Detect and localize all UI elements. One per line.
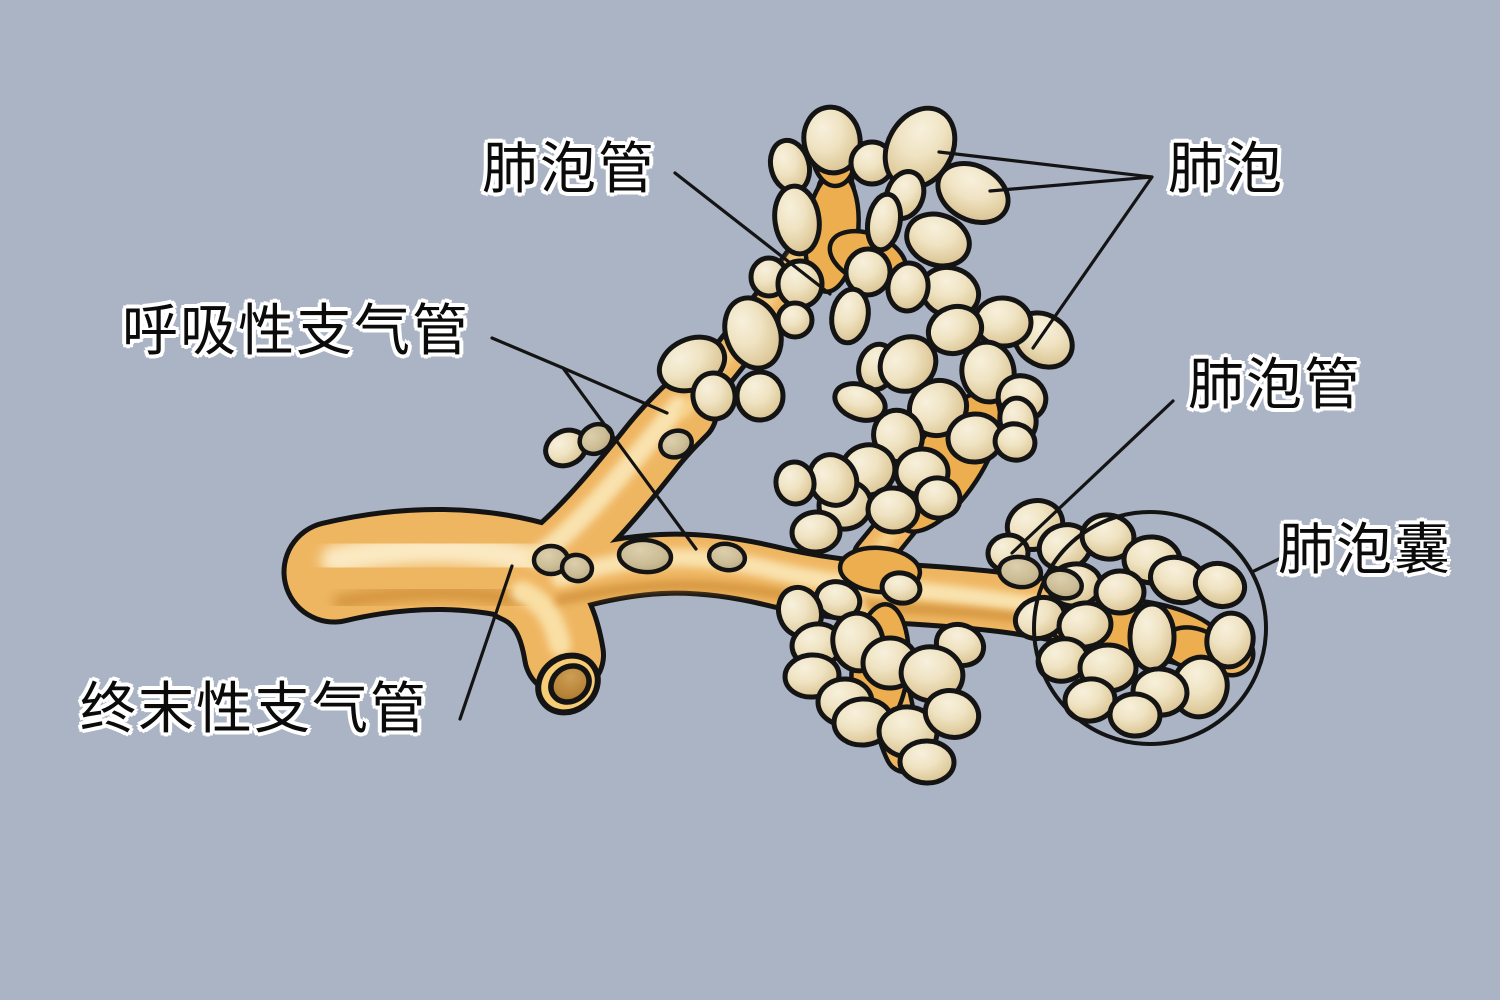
alveoli-lower-cluster — [775, 570, 987, 786]
label-alveolar-duct-right: 肺泡管 — [1188, 353, 1362, 418]
label-alveolar-sac: 肺泡囊 — [1278, 518, 1452, 583]
leader-terminal-bronchiole — [458, 564, 514, 721]
label-alveolar-duct-top: 肺泡管 — [482, 137, 656, 202]
leader-respiratory-bronchiole — [490, 336, 698, 551]
alveoli-sac-cluster — [1012, 512, 1256, 739]
leader-alveolar-duct-top — [673, 171, 832, 296]
label-alveolus: 肺泡 — [1168, 137, 1284, 202]
alveoli-clusters — [543, 104, 1256, 786]
alveoli-middle-cluster — [773, 295, 1075, 555]
annotation-lines — [458, 150, 1285, 746]
tube-wall-bumps — [531, 421, 1084, 601]
alveoli-top-cluster — [543, 104, 1011, 469]
alveolar-sac-circle — [1032, 510, 1268, 746]
leader-alveolus — [937, 150, 1154, 350]
bronchiole-cut-end — [535, 652, 601, 716]
label-respiratory-bronchiole: 呼吸性支气管 — [122, 299, 470, 364]
leader-alveolar-duct-right — [1010, 399, 1175, 555]
label-terminal-bronchiole: 终末性支气管 — [80, 677, 428, 742]
leader-alveolar-sac — [1252, 555, 1285, 573]
